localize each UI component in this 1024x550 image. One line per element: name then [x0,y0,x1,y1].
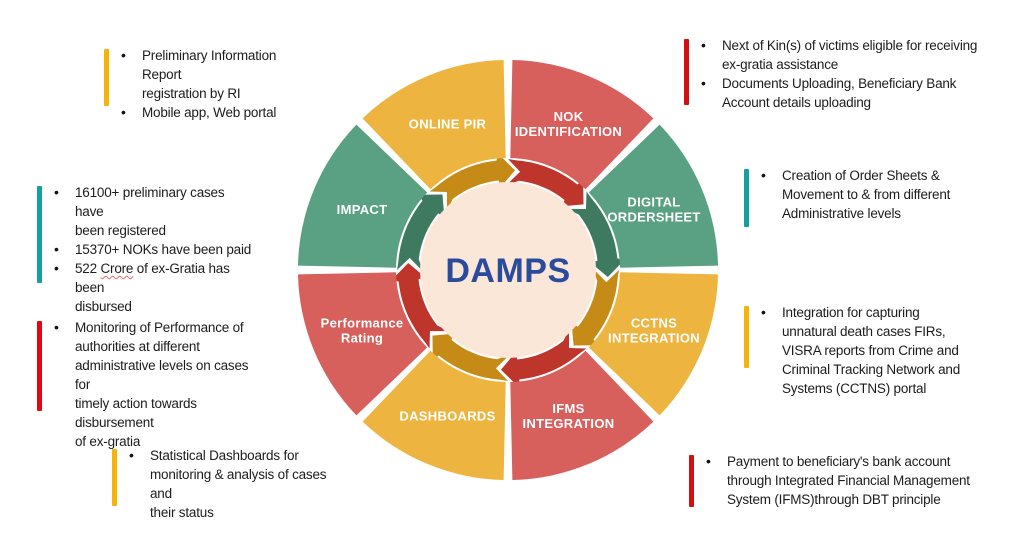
callout-bullet-list: Next of Kin(s) of victims eligible for r… [698,36,977,112]
callout-accent-bar [37,321,42,411]
wheel-hub-circle [420,182,596,358]
wheel-segment-dashboards [362,350,506,480]
wheel-segment-online-pir [362,60,506,190]
bullet-item: Statistical Dashboards for monitoring & … [126,446,342,522]
callout-bullet-list: Integration for capturing unnatural deat… [758,303,960,398]
wheel-segment-label-impact: IMPACT [337,202,388,217]
bullet-text: Statistical Dashboards for monitoring & … [150,448,327,520]
bullet-item: Preliminary Information Report registrat… [118,46,314,103]
wheel-arrow-ifms-integration [501,329,587,387]
callout-accent-bar [744,306,749,368]
callout-performance-rating: Monitoring of Performance of authorities… [37,318,267,451]
callout-bullet-list: Payment to beneficiary's bank account th… [703,452,970,509]
callout-bullet-list: Monitoring of Performance of authorities… [51,318,267,451]
callout-accent-bar [104,49,109,106]
wheel-segment-ifms-integration [510,350,654,480]
callout-accent-bar [37,186,42,283]
callout-online-pir: Preliminary Information Report registrat… [104,46,314,122]
bullet-text: Preliminary Information Report registrat… [142,48,277,101]
callout-bullet-list: Statistical Dashboards for monitoring & … [126,446,342,522]
wheel-arrow-cctns-integration [571,268,619,346]
bullet-text: Integration for capturing unnatural deat… [782,305,961,396]
callout-ifms-integration: Payment to beneficiary's bank account th… [689,452,999,509]
bullet-item: Monitoring of Performance of authorities… [51,318,267,451]
callout-digital-ordersheet: Creation of Order Sheets & Movement to &… [744,166,964,227]
callout-dashboards: Statistical Dashboards for monitoring & … [112,446,342,522]
wheel-arrow-impact [397,194,445,272]
bullet-text: Payment to beneficiary's bank account th… [727,454,970,507]
wheel-segment-label-dashboards: DASHBOARDS [399,409,495,424]
callout-bullet-list: Preliminary Information Report registrat… [118,46,314,122]
wheel-segment-label-online-pir: ONLINE PIR [409,117,487,132]
bullet-item: 15370+ NOKs have been paid [51,240,252,259]
bullet-text: Monitoring of Performance of authorities… [75,320,249,449]
bullet-text: Documents Uploading, Beneficiary Bank Ac… [722,76,957,110]
bullet-item: Documents Uploading, Beneficiary Bank Ac… [698,74,977,112]
wheel-title: DAMPS [445,252,570,290]
callout-accent-bar [744,169,749,227]
wheel-arrow-digital-ordersheet [567,191,625,277]
callout-accent-bar [689,455,694,507]
bullet-text: Next of Kin(s) of victims eligible for r… [722,38,978,72]
bullet-text-misspelled-word: Crore [100,261,134,276]
callout-cctns-integration: Integration for capturing unnatural deat… [744,303,979,398]
wheel-segment-nok-identification [510,60,654,190]
bullet-text: 522 [75,261,101,276]
bullet-item: Next of Kin(s) of victims eligible for r… [698,36,977,74]
wheel-arrow-nok-identification [506,159,584,207]
bullet-text: 15370+ NOKs have been paid [75,242,252,257]
bullet-text: Mobile app, Web portal [142,105,277,120]
bullet-item: Payment to beneficiary's bank account th… [703,452,970,509]
wheel-arrow-dashboards [432,333,510,381]
callout-bullet-list: Creation of Order Sheets & Movement to &… [758,166,950,223]
callout-bullet-list: 16100+ preliminary cases have been regis… [51,183,252,316]
bullet-item: 522 Crore of ex-Gratia has been disburse… [51,259,252,316]
wheel-arrow-online-pir [429,153,515,211]
bullet-text: Creation of Order Sheets & Movement to &… [782,168,951,221]
callout-accent-bar [112,449,117,506]
bullet-item: 16100+ preliminary cases have been regis… [51,183,252,240]
wheel-segment-cctns-integration [588,272,718,416]
bullet-item: Integration for capturing unnatural deat… [758,303,960,398]
wheel-segment-digital-ordersheet [588,124,718,268]
bullet-item: Creation of Order Sheets & Movement to &… [758,166,950,223]
callout-accent-bar [684,39,689,105]
bullet-text: 16100+ preliminary cases have been regis… [75,185,225,238]
callout-nok-identification: Next of Kin(s) of victims eligible for r… [684,36,1014,112]
bullet-text: of ex-Gratia has been disbursed [75,261,230,314]
bullet-item: Mobile app, Web portal [118,103,314,122]
wheel-arrow-performance-rating [391,263,449,349]
callout-impact: 16100+ preliminary cases have been regis… [37,183,252,316]
wheel-segment-performance-rating [298,272,428,416]
wheel-segment-impact [298,124,428,268]
